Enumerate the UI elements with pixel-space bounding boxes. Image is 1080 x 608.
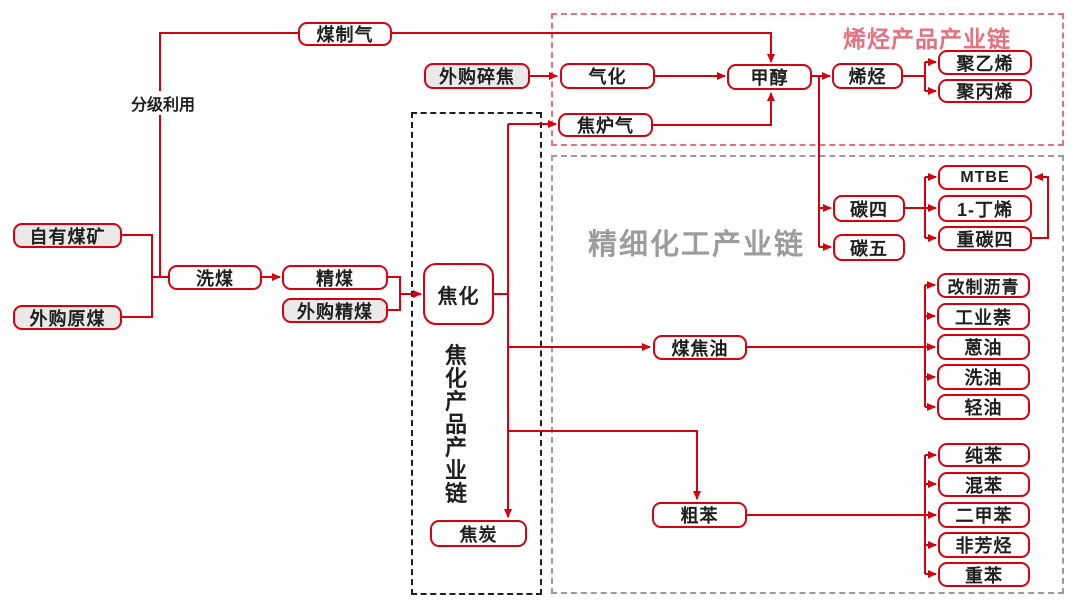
- node-polyethylene: 聚乙烯: [938, 50, 1032, 75]
- node-c4: 碳四: [833, 195, 905, 222]
- coking-chain-group-box: [411, 112, 542, 595]
- graded-use-label: 分级利用: [129, 91, 198, 115]
- node-crude-benzene: 粗苯: [652, 502, 747, 528]
- node-coal-washing: 洗煤: [168, 265, 262, 290]
- node-coal-to-gas: 煤制气: [298, 22, 392, 46]
- node-coal-tar: 煤焦油: [653, 335, 747, 360]
- coking-chain-title: 焦化产品产业链: [444, 343, 467, 506]
- node-non-aromatics: 非芳烃: [938, 532, 1030, 558]
- node-heavy-benzene: 重苯: [938, 562, 1030, 587]
- node-purchased-raw-coal: 外购原煤: [13, 305, 122, 330]
- olefin-chain-title: 烯烃产品产业链: [843, 26, 1011, 52]
- node-c5: 碳五: [833, 234, 905, 261]
- node-coke-oven-gas: 焦炉气: [558, 113, 653, 137]
- node-1-butene: 1-丁烯: [938, 195, 1032, 222]
- node-coke: 焦炭: [430, 520, 527, 547]
- node-polypropylene: 聚丙烯: [938, 79, 1032, 103]
- node-light-oil: 轻油: [937, 394, 1030, 420]
- node-heavy-c4: 重碳四: [938, 226, 1032, 251]
- node-mtbe: MTBE: [938, 165, 1032, 190]
- node-xylene: 二甲苯: [938, 502, 1030, 528]
- node-industrial-naphthalene: 工业萘: [937, 303, 1030, 330]
- node-pure-benzene: 纯苯: [938, 443, 1030, 467]
- node-methanol: 甲醇: [727, 64, 812, 90]
- node-refined-coal: 精煤: [282, 265, 388, 290]
- node-olefins: 烯烃: [832, 63, 903, 89]
- node-purchased-crushed-coke: 外购碎焦: [424, 63, 530, 89]
- node-gasification: 气化: [560, 63, 655, 89]
- node-own-coal-mine: 自有煤矿: [13, 223, 122, 248]
- fine-chemical-chain-title: 精细化工产业链: [588, 229, 806, 261]
- node-purchased-refined-coal: 外购精煤: [282, 298, 388, 323]
- node-modified-asphalt: 改制沥青: [937, 273, 1030, 298]
- node-anthracene-oil: 蒽油: [937, 334, 1030, 360]
- fine-chemical-chain-group-box: [551, 155, 1064, 594]
- node-wash-oil: 洗油: [937, 364, 1030, 390]
- node-coking: 焦化: [423, 263, 494, 325]
- node-mixed-benzene: 混苯: [938, 472, 1030, 497]
